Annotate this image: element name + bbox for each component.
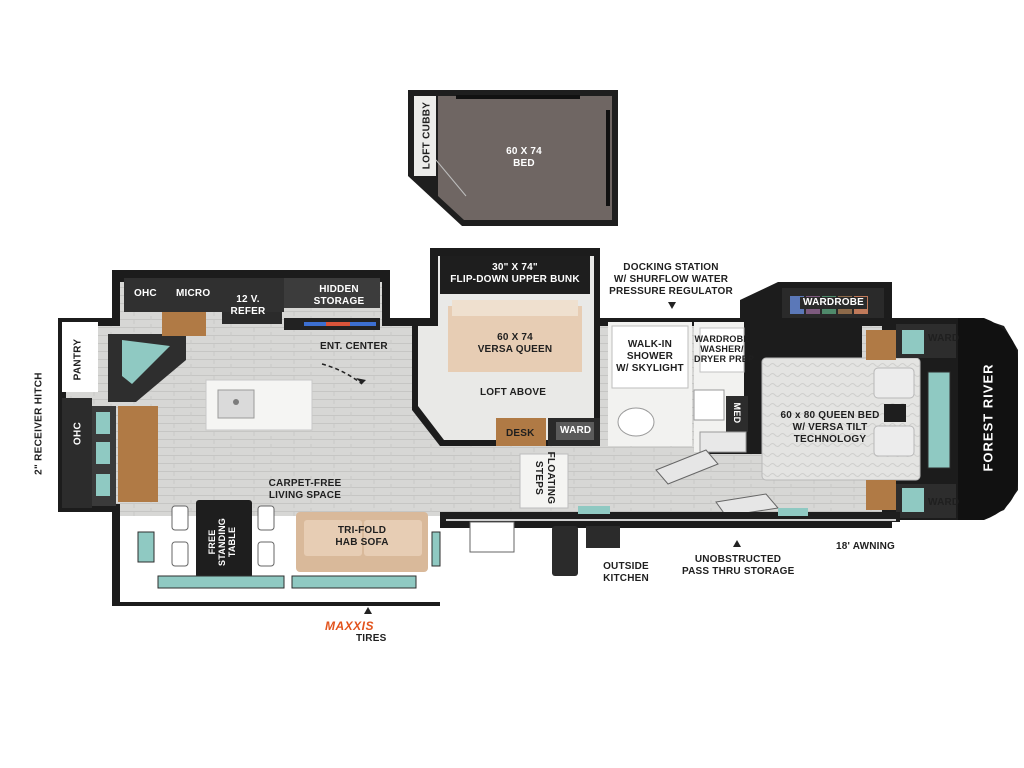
kitchen-ohc-label: OHC [134,288,157,299]
loft-bed-line2: BED [513,158,535,169]
outside-line2: KITCHEN [603,573,649,584]
tires-label: TIRES [356,633,387,644]
upper-bunk-label: 30" X 74" FLIP-DOWN UPPER BUNK [450,262,580,286]
maxxis-logo: MAXXIS [325,619,375,633]
front-ohc-label: OHC [72,421,84,446]
forest-river-brand: FOREST RIVER [980,363,996,472]
pass-thru-pointer-icon [733,540,741,547]
bedroom-ward-top-label: WARD [928,333,960,344]
pass-thru-storage-label: UNOBSTRUCTED PASS THRU STORAGE [682,554,794,578]
sofa-label: TRI-FOLD HAB SOFA [324,525,400,549]
refrigerator-label: 12 V. REFER [226,294,270,318]
table-line1: FREE [207,529,217,555]
docking-pointer-icon [668,302,676,309]
washer-line1: WARDROBE [694,334,750,344]
queen-line2: VERSA QUEEN [477,344,553,355]
awning-label: 18' AWNING [836,541,896,552]
bedroom-wardrobe-label: WARDROBE [800,297,868,309]
loft-bed-label: 60 X 74 BED [484,146,564,170]
front-storage [62,322,186,508]
docking-station-label: DOCKING STATION W/ SHURFLOW WATER PRESSU… [608,262,734,298]
living-line2: LIVING SPACE [268,490,342,501]
storage-line1: UNOBSTRUCTED [694,554,782,565]
bed-line2: W/ VERSA TILT [792,422,868,433]
sofa-line1: TRI-FOLD [337,525,387,536]
washer-line3: DRYER PREP [694,354,755,364]
shower-line3: W/ SKYLIGHT [616,363,684,374]
tires-pointer-icon [364,607,372,614]
pantry-label: PANTRY [72,338,84,381]
hidden-storage-label: HIDDEN STORAGE [304,284,374,308]
bed-line3: TECHNOLOGY [793,434,867,445]
medicine-cabinet-label: MED [732,402,742,424]
desk-label: DESK [506,428,535,439]
upper-line2: FLIP-DOWN UPPER BUNK [450,274,580,285]
outside-kitchen-label: OUTSIDE KITCHEN [598,561,654,585]
living-area [120,500,441,602]
exterior [440,506,900,576]
table-line3: TABLE [227,526,237,558]
storage-line2: PASS THRU STORAGE [682,566,795,577]
upper-line1: 30" X 74" [492,262,538,273]
washer-dryer-label: WARDROBE WASHER/ DRYER PREP [694,334,755,364]
receiver-hitch-label: 2" RECEIVER HITCH [33,372,45,475]
docking-line3: PRESSURE REGULATOR [609,286,733,297]
free-standing-table-label: FREE STANDING TABLE [182,490,262,594]
loft-cubby-label: LOFT CUBBY [421,101,433,170]
refer-line2: REFER [230,306,266,317]
washer-line2: WASHER/ [700,344,744,354]
shower-line2: SHOWER [626,351,674,362]
docking-line2: W/ SHURFLOW WATER [613,274,729,285]
kitchen-micro-label: MICRO [176,288,211,299]
bunk-room [440,256,600,509]
docking-line1: DOCKING STATION [623,262,719,273]
kitchen [124,278,380,431]
queen-line1: 60 X 74 [497,332,533,343]
refer-line1: 12 V. [236,294,260,305]
steps-line2: STEPS [533,460,544,496]
loft-above-label: LOFT ABOVE [480,387,547,398]
versa-queen-label: 60 X 74 VERSA QUEEN [470,332,560,356]
queen-bed-label: 60 x 80 QUEEN BED W/ VERSA TILT TECHNOLO… [772,410,888,446]
steps-line1: FLOATING [545,451,556,505]
floating-steps-label: FLOATING STEPS [532,438,556,518]
bunk-ward-label: WARD [560,425,592,436]
ent-center-label: ENT. CENTER [320,341,388,352]
bedroom-ward-bottom-label: WARD [928,497,960,508]
shower-line1: WALK-IN [627,339,673,350]
living-space-label: CARPET-FREE LIVING SPACE [262,478,348,502]
sofa-line2: HAB SOFA [335,537,389,548]
loft-bed-line1: 60 X 74 [506,146,542,157]
bathroom [611,325,748,485]
living-line1: CARPET-FREE [268,478,342,489]
hidden-line2: STORAGE [313,296,365,307]
hidden-line1: HIDDEN [319,284,359,295]
loft-area [408,90,618,226]
front-cap [958,318,1018,520]
table-line2: STANDING [217,518,227,566]
walk-in-shower-label: WALK-IN SHOWER W/ SKYLIGHT [612,339,688,375]
bed-line1: 60 x 80 QUEEN BED [780,410,880,421]
outside-line1: OUTSIDE [603,561,649,572]
